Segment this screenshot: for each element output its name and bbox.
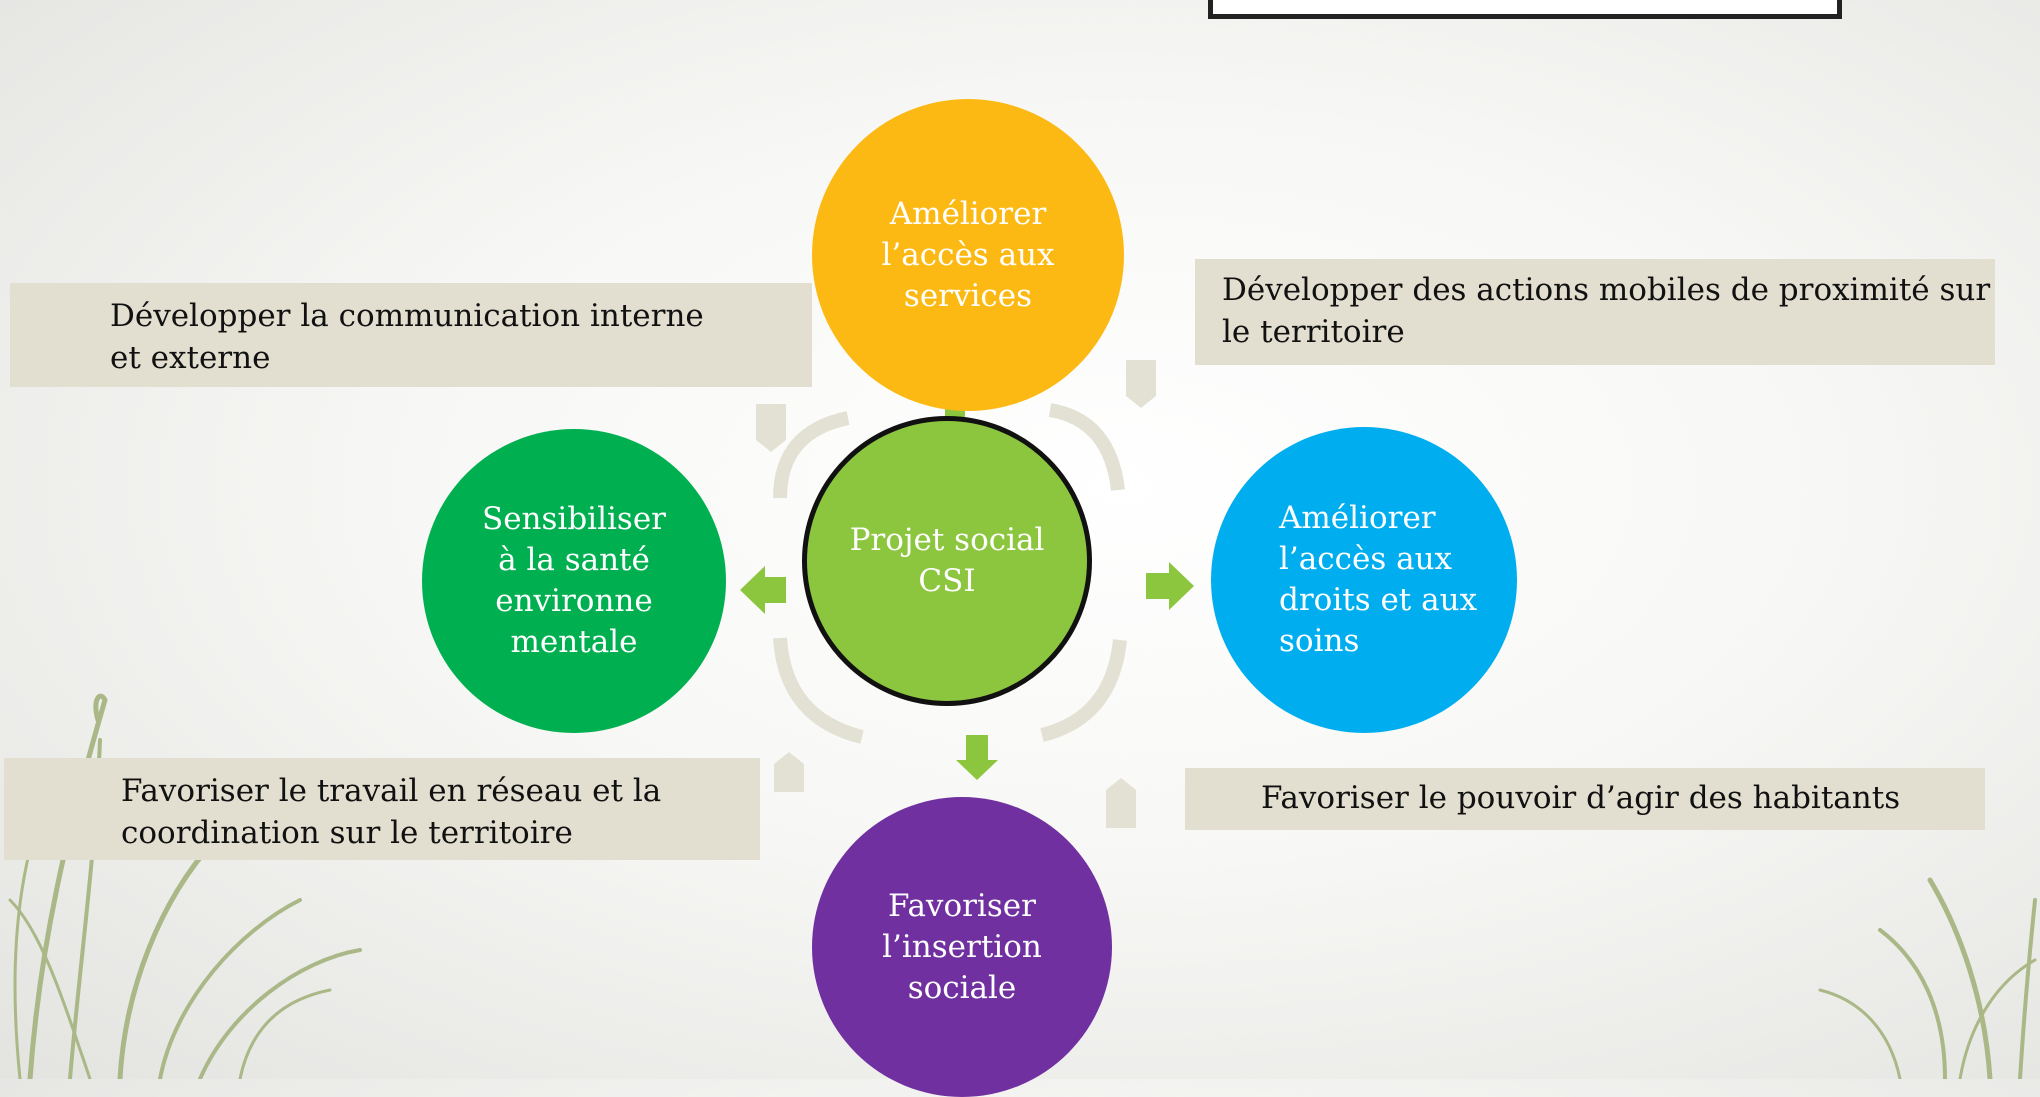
banner-line: Développer la communication interne: [110, 298, 704, 334]
banner-line: Favoriser le travail en réseau et la: [121, 773, 662, 809]
node-line: mentale: [510, 624, 638, 660]
node-line: soins: [1279, 623, 1360, 659]
node-line: l’accès aux: [881, 236, 1055, 273]
node-line: à la santé: [498, 542, 650, 578]
arrow-left-icon: [740, 566, 786, 614]
arrow-down-icon: [956, 735, 998, 780]
header-frame: [1208, 0, 1842, 19]
node-projet-social-csi: Projet social CSI: [802, 416, 1092, 706]
node-line: Sensibiliser: [481, 501, 667, 537]
node-line: l’insertion: [882, 928, 1042, 965]
banner-pouvoir-agir: Favoriser le pouvoir d’agir des habitant…: [1185, 768, 1985, 830]
node-line: sociale: [907, 969, 1017, 1006]
node-line: Projet social: [849, 522, 1045, 558]
node-acces-droits-soins: Améliorer l’accès aux droits et aux soin…: [1211, 427, 1517, 733]
node-line: CSI: [918, 563, 976, 599]
node-line: Améliorer: [889, 195, 1047, 232]
node-line: Améliorer: [1279, 500, 1436, 536]
banner-line: coordination sur le territoire: [121, 815, 573, 851]
connector-arcs: [773, 403, 1127, 744]
node-line: Favoriser: [888, 887, 1036, 924]
node-sante-environnementale: Sensibiliser à la santé environne mental…: [422, 429, 726, 733]
banner-line: le territoire: [1222, 314, 1405, 350]
node-insertion-sociale: Favoriser l’insertion sociale: [812, 797, 1112, 1097]
node-line: services: [903, 277, 1033, 314]
banner-line: Développer des actions mobiles de proxim…: [1222, 272, 1991, 308]
grass-right-decoration: [1818, 877, 2037, 1079]
banner-actions-mobiles: Développer des actions mobiles de proxim…: [1195, 259, 1995, 365]
banner-communication: Développer la communication interne et e…: [10, 283, 812, 387]
banner-travail-reseau: Favoriser le travail en réseau et la coo…: [4, 758, 760, 860]
chevron-markers: [756, 360, 1156, 828]
node-line: environne: [495, 583, 653, 619]
node-line: l’accès aux: [1279, 541, 1453, 577]
banner-line: et externe: [110, 340, 271, 376]
banner-line: Favoriser le pouvoir d’agir des habitant…: [1261, 780, 1901, 816]
arrow-right-icon: [1146, 562, 1194, 610]
node-line: droits et aux: [1279, 582, 1478, 618]
node-acces-services: Améliorer l’accès aux services: [812, 99, 1124, 411]
grass-left-decoration: [8, 693, 362, 1079]
